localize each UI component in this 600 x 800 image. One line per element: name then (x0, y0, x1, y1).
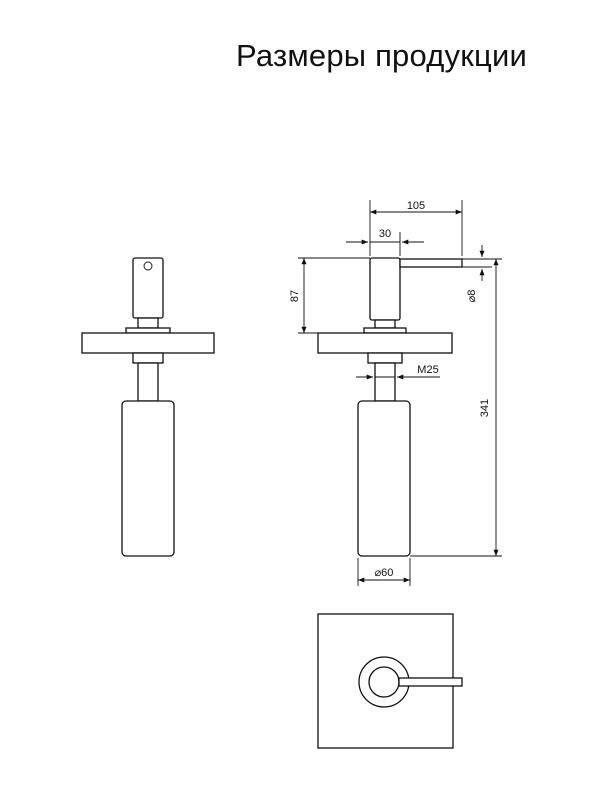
dim-label-87: 87 (289, 290, 301, 302)
side-bottle (357, 400, 411, 557)
side-deck-plate (317, 332, 453, 354)
dim-label-30: 30 (379, 228, 391, 240)
front-view (81, 257, 215, 557)
pump-collar (125, 327, 171, 334)
dim-label-m25: M25 (417, 364, 438, 376)
dim-height-above-deck: 87 (289, 257, 370, 334)
side-pump-collar (363, 327, 407, 334)
top-view-inner-ring (368, 666, 400, 698)
top-view (317, 613, 463, 749)
pump-neck (137, 317, 159, 329)
threaded-shank (137, 362, 159, 402)
dim-label-d60: ⌀60 (375, 567, 394, 579)
side-mounting-nut (367, 352, 403, 364)
deck-plate (81, 332, 215, 354)
side-pump-neck (374, 319, 396, 329)
dim-label-105: 105 (407, 200, 425, 212)
bottle (121, 400, 175, 557)
dim-pump-width: 30 (346, 228, 424, 256)
top-view-spout (398, 677, 463, 687)
dim-label-d8: ⌀8 (466, 290, 478, 303)
dim-bottle-diameter: ⌀60 (357, 558, 411, 586)
spout (399, 258, 463, 268)
page-title: Размеры продукции (236, 38, 527, 73)
side-threaded-shank (374, 362, 396, 402)
side-pump-head (369, 257, 401, 321)
side-view (317, 257, 463, 557)
dim-label-341: 341 (479, 399, 491, 417)
pump-head (132, 257, 164, 319)
dim-spout-length: 105 (369, 200, 463, 256)
dim-spout-diameter: ⌀8 (462, 245, 492, 302)
pump-head-hole (143, 261, 153, 271)
dim-total-height: 341 (410, 258, 502, 557)
dim-thread: M25 (356, 364, 440, 380)
mounting-nut (132, 352, 164, 364)
